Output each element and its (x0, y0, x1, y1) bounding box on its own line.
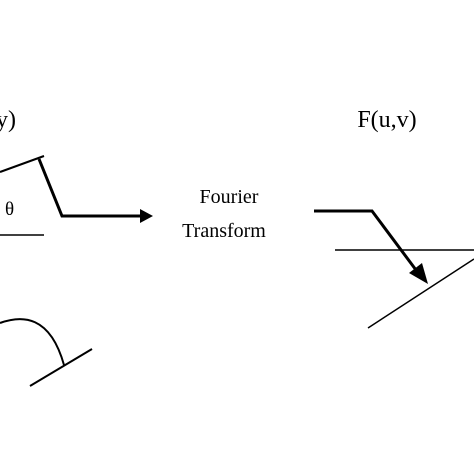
transform-label-line1: Fourier (200, 186, 259, 208)
theta-angle-label: θ (5, 199, 14, 220)
lower-oriented-line (29, 348, 93, 387)
curved-wave-path (0, 318, 65, 366)
transform-caption: Fourier Transform (182, 186, 266, 242)
left-function-label: y) (0, 107, 16, 133)
spatial-domain-panel: y) θ (0, 107, 153, 387)
transform-label-line2: Transform (182, 220, 266, 242)
output-arrow-path (314, 209, 418, 271)
frequency-domain-panel: F(u,v) (314, 107, 474, 329)
upper-oriented-line (0, 155, 45, 173)
right-arrowhead-icon (140, 209, 153, 223)
right-function-label: F(u,v) (357, 107, 416, 133)
frequency-oriented-line (367, 258, 474, 329)
down-right-arrowhead-icon (409, 263, 428, 284)
input-arrow-path (37, 158, 140, 218)
